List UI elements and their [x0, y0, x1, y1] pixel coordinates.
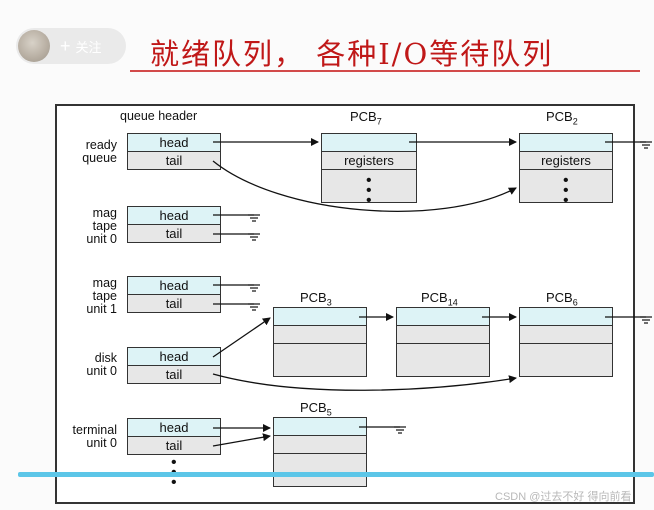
- pcb14-body-cell: [396, 343, 490, 377]
- author-avatar[interactable]: [18, 30, 50, 62]
- ready-tail-arrow: [212, 160, 517, 212]
- video-progress-bar[interactable]: [18, 472, 654, 477]
- title-underline: [130, 70, 640, 72]
- pcb2-registers-cell: registers: [519, 151, 613, 170]
- pcb7-ellipsis: •••: [366, 172, 372, 209]
- csdn-watermark: CSDN @过去不好 得向前看: [495, 491, 632, 503]
- mag1-head-cell: head: [127, 276, 221, 295]
- pcb5-title: PCB5: [300, 400, 332, 418]
- plus-icon: +: [60, 36, 71, 56]
- pcb2-ellipsis: •••: [563, 172, 569, 209]
- disk-tail-arrow: [212, 373, 517, 391]
- pcb3-title: PCB3: [300, 290, 332, 308]
- disk-head-arrow: [212, 317, 271, 358]
- disk-tail-cell: tail: [127, 365, 221, 384]
- pcb7-registers-cell: registers: [321, 151, 417, 170]
- terminal-tail-cell: tail: [127, 436, 221, 455]
- terminal-tail-arrow: [212, 433, 271, 447]
- pcb6-title: PCB6: [546, 290, 578, 308]
- pcb5-body-cell: [273, 453, 367, 487]
- mag1-tail-cell: tail: [127, 294, 221, 313]
- null-pointer-ground-icons: [248, 141, 652, 434]
- pcb7-body-cell: [321, 169, 417, 203]
- pcb2-body-cell: [519, 169, 613, 203]
- queue-header-label: queue header: [120, 109, 198, 123]
- disk-head-cell: head: [127, 347, 221, 366]
- pcb14-title: PCB14: [421, 290, 458, 308]
- pcb2-title: PCB2: [546, 109, 578, 127]
- pcb3-body-cell: [273, 343, 367, 377]
- ready-tail-cell: tail: [127, 151, 221, 170]
- slide-title: 就绪队列， 各种I/O等待队列: [150, 37, 554, 71]
- mag0-tail-cell: tail: [127, 224, 221, 243]
- pcb6-body-cell: [519, 343, 613, 377]
- pcb7-title: PCB7: [350, 109, 382, 127]
- follow-button[interactable]: + 关注: [60, 36, 102, 56]
- follow-label: 关注: [75, 39, 102, 55]
